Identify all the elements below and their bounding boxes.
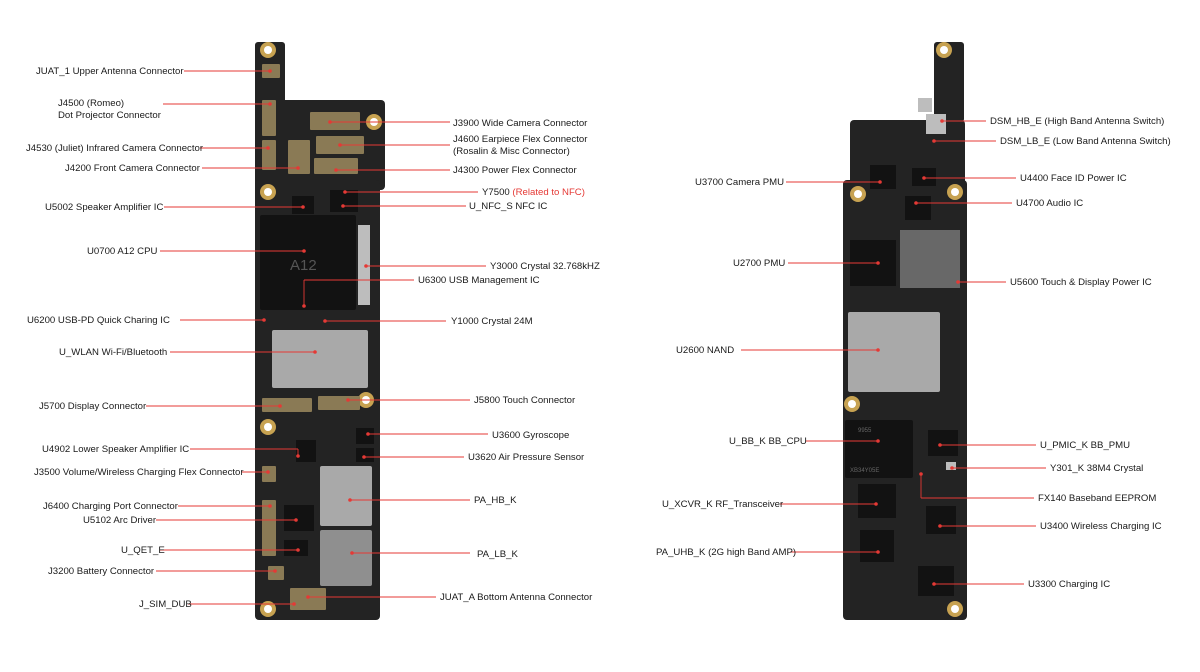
label-u3600: U3600 Gyroscope xyxy=(492,430,569,441)
label-j4200: J4200 Front Camera Connector xyxy=(65,163,201,174)
label-j4500: J4500 (Romeo) xyxy=(58,98,124,109)
label-juata: JUAT_A Bottom Antenna Connector xyxy=(440,592,593,603)
label-j4530: J4530 (Juliet) Infrared Camera Connector xyxy=(26,143,204,154)
label-u2700: U2700 PMU xyxy=(733,258,785,269)
label-j4300: J4300 Power Flex Connector xyxy=(453,165,578,176)
label-j5700: J5700 Display Connector xyxy=(39,401,147,412)
back-left-labels: U3700 Camera PMU U2700 PMU U2600 NAND U_… xyxy=(656,177,807,558)
middle-labels: J3900 Wide Camera Connector J4600 Earpie… xyxy=(418,118,600,603)
label-fx140: FX140 Baseband EEPROM xyxy=(1038,493,1156,504)
label-y3000: Y3000 Crystal 32.768kHZ xyxy=(490,261,600,272)
label-u5102: U5102 Arc Driver xyxy=(83,515,157,526)
label-u3700: U3700 Camera PMU xyxy=(695,177,784,188)
label-u5002: U5002 Speaker Amplifier IC xyxy=(45,202,163,213)
label-dsmhbe: DSM_HB_E (High Band Antenna Switch) xyxy=(990,116,1164,127)
label-j3500: J3500 Volume/Wireless Charging Flex Conn… xyxy=(34,467,244,478)
label-j5800: J5800 Touch Connector xyxy=(474,395,576,406)
label-u0700: U0700 A12 CPU xyxy=(87,246,157,257)
label-j6400: J6400 Charging Port Connector xyxy=(43,501,179,512)
bb-marking-top: 9955 xyxy=(858,428,872,434)
label-pauhbk: PA_UHB_K (2G high Band AMP) xyxy=(656,547,796,558)
label-u4400: U4400 Face ID Power IC xyxy=(1020,173,1127,184)
label-y7500-note: (Related to NFC) xyxy=(512,187,585,198)
label-u2600: U2600 NAND xyxy=(676,345,734,356)
label-palbk: PA_LB_K xyxy=(477,549,518,560)
label-y7500-id: Y7500 xyxy=(482,187,512,198)
label-ubbk: U_BB_K BB_CPU xyxy=(729,436,807,447)
leader-lines xyxy=(146,69,1046,606)
label-j3200: J3200 Battery Connector xyxy=(48,566,155,577)
label-u5600: U5600 Touch & Display Power IC xyxy=(1010,277,1152,288)
label-j3900: J3900 Wide Camera Connector xyxy=(453,118,588,129)
label-uxcvrk: U_XCVR_K RF_Transceiver xyxy=(662,499,784,510)
label-uwlan: U_WLAN Wi-Fi/Bluetooth xyxy=(59,347,167,358)
bb-marking-bottom: XB34Y05E xyxy=(850,468,879,474)
label-unfcs: U_NFC_S NFC IC xyxy=(469,201,547,212)
label-u6200: U6200 USB-PD Quick Charing IC xyxy=(27,315,170,326)
left-labels: JUAT_1 Upper Antenna Connector J4500 (Ro… xyxy=(26,66,244,610)
label-j4600: J4600 Earpiece Flex Connector xyxy=(453,134,588,145)
cpu-marking: A12 xyxy=(290,257,317,274)
label-upmick: U_PMIC_K BB_PMU xyxy=(1040,440,1130,451)
label-juat1: JUAT_1 Upper Antenna Connector xyxy=(36,66,184,77)
label-u3400: U3400 Wireless Charging IC xyxy=(1040,521,1162,532)
label-jsim: J_SIM_DUB xyxy=(139,599,192,610)
label-u4902: U4902 Lower Speaker Amplifier IC xyxy=(42,444,189,455)
label-j4500-sub: Dot Projector Connector xyxy=(58,110,162,121)
label-uqete: U_QET_E xyxy=(121,545,165,556)
label-j4600-sub: (Rosalin & Misc Connector) xyxy=(453,146,570,157)
label-y7500: Y7500 (Related to NFC) xyxy=(482,187,585,198)
label-dsmlbe: DSM_LB_E (Low Band Antenna Switch) xyxy=(1000,136,1171,147)
front-side-board: A12 xyxy=(255,42,385,620)
label-y301k: Y301_K 38M4 Crystal xyxy=(1050,463,1143,474)
label-u4700: U4700 Audio IC xyxy=(1016,198,1083,209)
label-u6300: U6300 USB Management IC xyxy=(418,275,540,286)
label-y1000: Y1000 Crystal 24M xyxy=(451,316,533,327)
back-side-board: 9955 XB34Y05E xyxy=(843,42,967,620)
label-u3620: U3620 Air Pressure Sensor xyxy=(468,452,585,463)
label-u3300: U3300 Charging IC xyxy=(1028,579,1110,590)
back-right-labels: DSM_HB_E (High Band Antenna Switch) DSM_… xyxy=(990,116,1171,590)
label-pahbk: PA_HB_K xyxy=(474,495,517,506)
